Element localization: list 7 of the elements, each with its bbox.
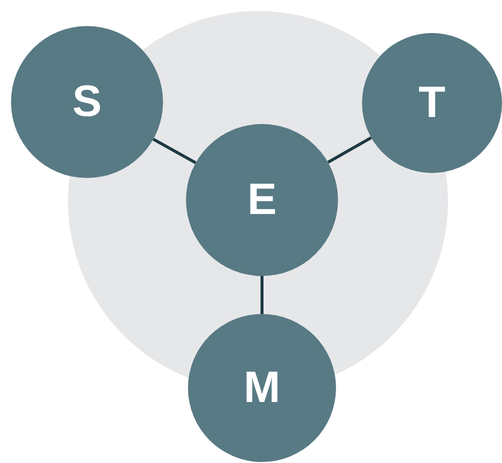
node-letter: T: [418, 78, 446, 128]
node-letter: E: [247, 175, 277, 225]
node-letter: S: [72, 77, 102, 127]
connector-line: [152, 138, 196, 164]
connector-line: [260, 276, 264, 314]
connector-line: [327, 136, 372, 164]
node-letter: M: [244, 363, 280, 413]
